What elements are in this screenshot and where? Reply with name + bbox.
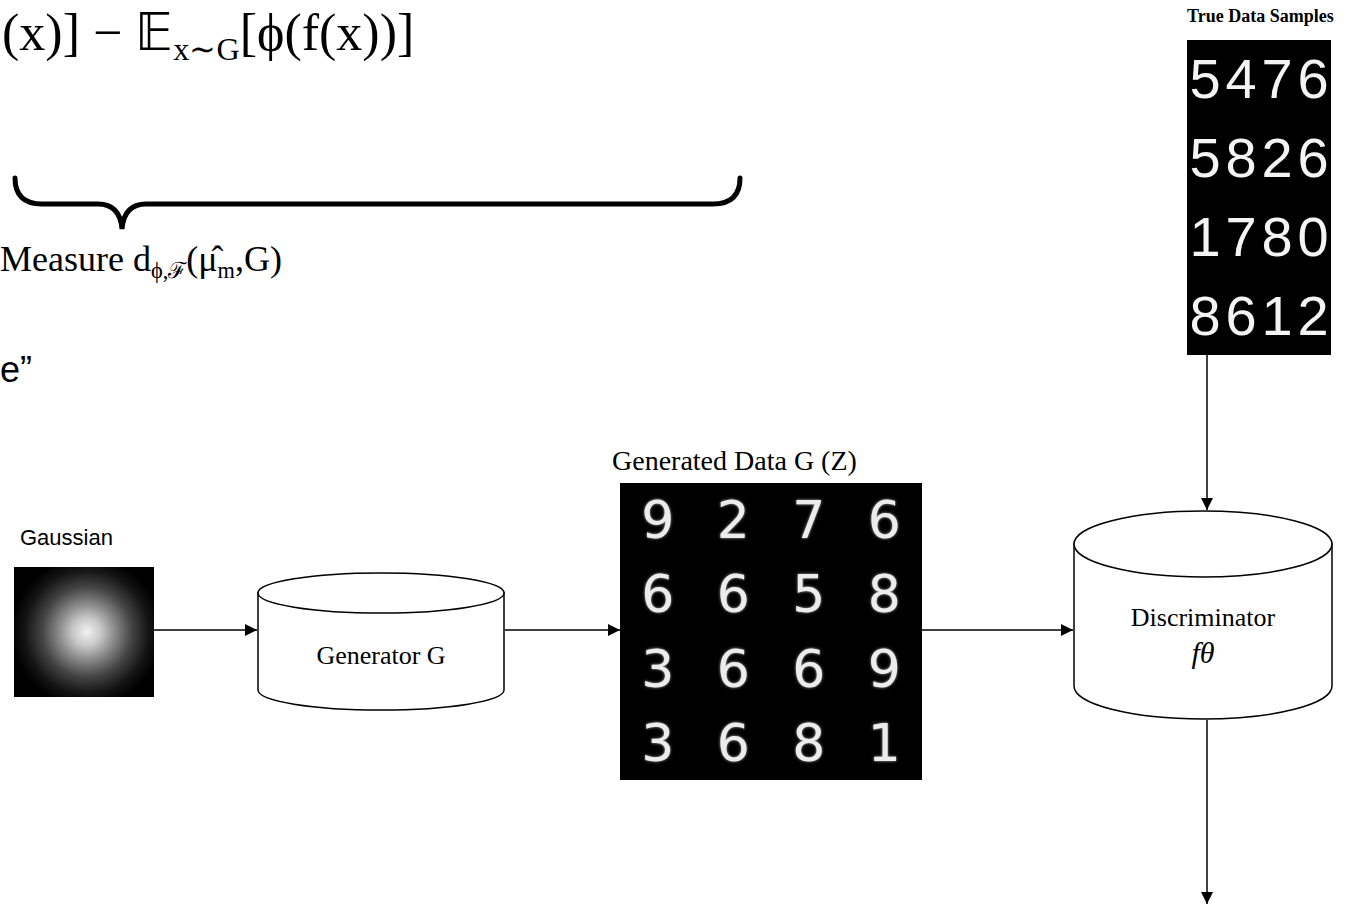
digit: 6 [696,706,772,780]
flow-arrow [505,629,620,631]
formula-part: (μ̂ [186,239,217,279]
flow-arrow [154,629,257,631]
digit: 7 [771,483,847,557]
process-cylinder: Generator G [257,572,505,711]
flow-arrow [922,629,1073,631]
digit: 2 [1259,119,1295,198]
digit: 9 [620,483,696,557]
digit: 6 [696,557,772,631]
digit: 2 [1295,276,1331,355]
flow-arrow [1206,355,1208,510]
formula-part: Measure d [0,239,151,279]
node-heading: True Data Samples [1187,6,1334,27]
output-arrow [1206,720,1208,904]
digit: 6 [1223,276,1259,355]
digit: 4 [1223,40,1259,119]
image-panel: 5476582617808612True Data Samples [1187,40,1331,355]
digit: 6 [1295,40,1331,119]
digit: 8 [1259,198,1295,277]
node-heading: Gaussian [20,525,113,551]
digit: 5 [771,557,847,631]
formula-part: ,G) [235,239,282,279]
digit: 1 [847,706,923,780]
digit: 8 [1187,276,1223,355]
process-cylinder: Discriminatorfθ [1073,510,1333,720]
digit: 2 [696,483,772,557]
digit: 9 [847,632,923,706]
digit: 6 [620,557,696,631]
digit: 5 [1187,119,1223,198]
digit: 7 [1223,198,1259,277]
digit: 7 [1259,40,1295,119]
digit: 6 [696,632,772,706]
digit: 6 [771,632,847,706]
underbrace [15,178,740,229]
digit: 5 [1187,40,1223,119]
cylinder-label: Discriminatorfθ [1073,553,1333,720]
cylinder-top [1074,511,1332,577]
formula-caption: Measure dϕ,ℱ(μ̂m,G) [0,238,282,284]
node-text: fθ [1191,634,1214,672]
digit: 6 [847,483,923,557]
digit: 3 [620,632,696,706]
formula-part: ϕ,ℱ [151,258,186,283]
cylinder-top [258,573,504,613]
formula-part: x∼G [173,31,239,67]
digit: 3 [620,706,696,780]
image-panel: Gaussian [14,567,154,697]
formula: (x)] −𝔼x∼G[ϕ(f(x))] [2,2,414,68]
formula-part: (x)] − [2,4,122,61]
formula-part: [ϕ(f(x))] [240,4,415,61]
note-text: e” [0,349,32,390]
digit: 6 [1295,119,1331,198]
digit-grid: 9276665836693681 [620,483,922,780]
digit: 8 [771,706,847,780]
digit: 1 [1187,198,1223,277]
formula-part: 𝔼 [135,4,173,61]
node-text: Generator G [316,640,445,673]
formula-part: m [218,258,235,283]
digit-grid: 5476582617808612 [1187,40,1331,355]
node-heading: Generated Data G (Z) [612,445,857,477]
image-panel: 9276665836693681Generated Data G (Z) [620,483,922,780]
digit: 1 [1259,276,1295,355]
digit: 8 [1223,119,1259,198]
digit: 8 [847,557,923,631]
cut-note: e” [0,348,32,391]
digit: 0 [1295,198,1331,277]
cylinder-label: Generator G [257,602,505,711]
node-text: Discriminator [1131,602,1275,635]
